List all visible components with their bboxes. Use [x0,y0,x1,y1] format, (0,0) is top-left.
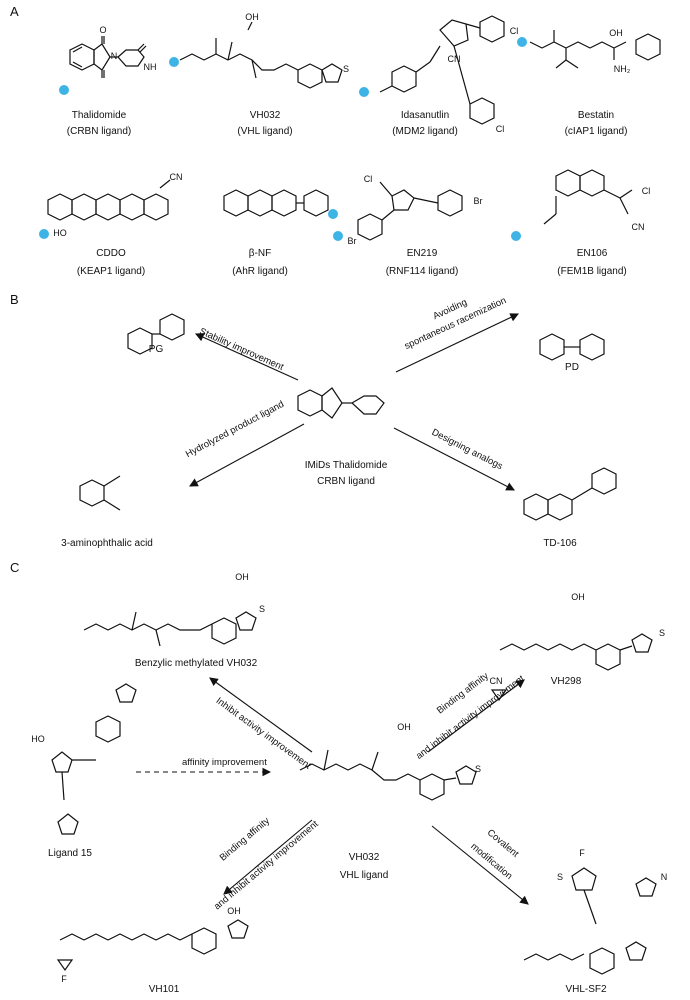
atom-label: F [579,848,585,858]
atom-label: N [110,51,118,61]
attachment-point [59,85,69,95]
thalidomide-structure [69,36,147,78]
atom-label: Cl [509,26,519,36]
compound-name: EN106 [576,248,608,259]
attachment-point [333,231,343,241]
section-label-a: A [10,4,19,19]
compound-ligand: (KEAP1 ligand) [76,266,146,277]
product-label: Benzylic methylated VH032 [134,658,258,669]
atom-label: HO [31,734,45,744]
compound-name: EN219 [406,248,438,259]
thalidomide-center-structure [297,387,385,419]
en219-structure [357,181,463,241]
atom-label: S [342,64,350,74]
attachment-point [517,37,527,47]
vh032-structure-a [179,21,343,89]
product-label: PG [148,344,164,355]
atom-label: NH₂ [613,64,631,74]
atom-label: Cl [641,186,651,196]
atom-label: CN [447,54,461,64]
arrow-analogs [393,427,515,491]
compound-ligand: (MDM2 ligand) [392,126,458,137]
atom-label: O [99,25,107,35]
aminophthalic-acid-structure [79,475,121,511]
center-name: VH032 [348,852,380,863]
atom-label: S [658,628,666,638]
benzylic-vh032-structure [83,611,257,647]
atom-label: S [556,872,564,882]
atom-label: Cl [363,174,373,184]
compound-ligand: (cIAP1 ligand) [564,126,628,137]
atom-label: Cl [495,124,505,134]
atom-label: Br [347,236,357,246]
center-name: IMiDs Thalidomide [304,460,388,471]
pd-structure [539,333,605,361]
atom-label: N [660,872,668,882]
atom-label: OH [235,572,249,582]
product-label: 3-aminophthalic acid [61,538,153,549]
atom-label: CN [169,172,183,182]
attachment-point [328,209,338,219]
section-label-b: B [10,292,19,307]
attachment-point [511,231,521,241]
atom-label: CN [631,222,645,232]
compound-ligand: (AhR ligand) [232,266,288,277]
center-ligand: VHL ligand [339,870,389,881]
compound-ligand: (CRBN ligand) [66,126,132,137]
compound-name: Thalidomide [71,110,127,121]
product-label: PD [565,362,579,373]
compound-name: Idasanutlin [400,110,450,121]
atom-label: OH [609,28,623,38]
vh101-structure [56,919,249,972]
compound-ligand: (RNF114 ligand) [385,266,459,277]
product-label: Ligand 15 [48,848,92,859]
compound-name: CDDO [96,248,126,259]
compound-name: VH032 [249,110,281,121]
attachment-point [39,229,49,239]
atom-label: Br [473,196,483,206]
atom-label: CN [489,676,503,686]
atom-label: HO [53,228,67,238]
td106-structure [523,467,617,521]
idasanutlin-structure [379,15,505,125]
atom-label: S [474,764,482,774]
arrow-hydrolyzed [189,423,305,487]
product-label: VHL-SF2 [565,984,607,995]
beta-nf-structure [223,189,329,217]
attachment-point [359,87,369,97]
attachment-point [169,57,179,67]
arrow-covalent [431,825,529,905]
vh032-center-structure [299,749,477,801]
arrow-binding2 [223,819,313,895]
compound-name: Bestatin [577,110,615,121]
vhl-sf2-structure [523,867,657,975]
center-ligand: CRBN ligand [317,476,375,487]
atom-label: F [61,974,67,984]
pg-structure [127,313,185,355]
compound-name: β-NF [248,248,272,259]
compound-ligand: (VHL ligand) [237,126,293,137]
section-label-c: C [10,560,20,575]
product-label: VH101 [148,984,180,995]
atom-label: NH [143,62,157,72]
arrow-label: affinity improvement [182,757,267,768]
vh298-structure [490,633,653,702]
ligand15-structure [51,683,137,835]
compound-ligand: (FEM1B ligand) [557,266,627,277]
atom-label: OH [227,906,241,916]
cddo-structure [47,179,171,221]
arrow-avoid [395,313,519,373]
arrow-binding1 [427,679,525,753]
atom-label: OH [571,592,585,602]
product-label: VH298 [550,676,582,687]
arrow-stability [194,333,299,381]
arrow-inhibit [209,677,313,753]
atom-label: OH [397,722,411,732]
en106-structure [543,169,633,225]
product-label: TD-106 [543,538,577,549]
bestatin-structure [529,30,661,69]
atom-label: OH [245,12,259,22]
atom-label: S [258,604,266,614]
